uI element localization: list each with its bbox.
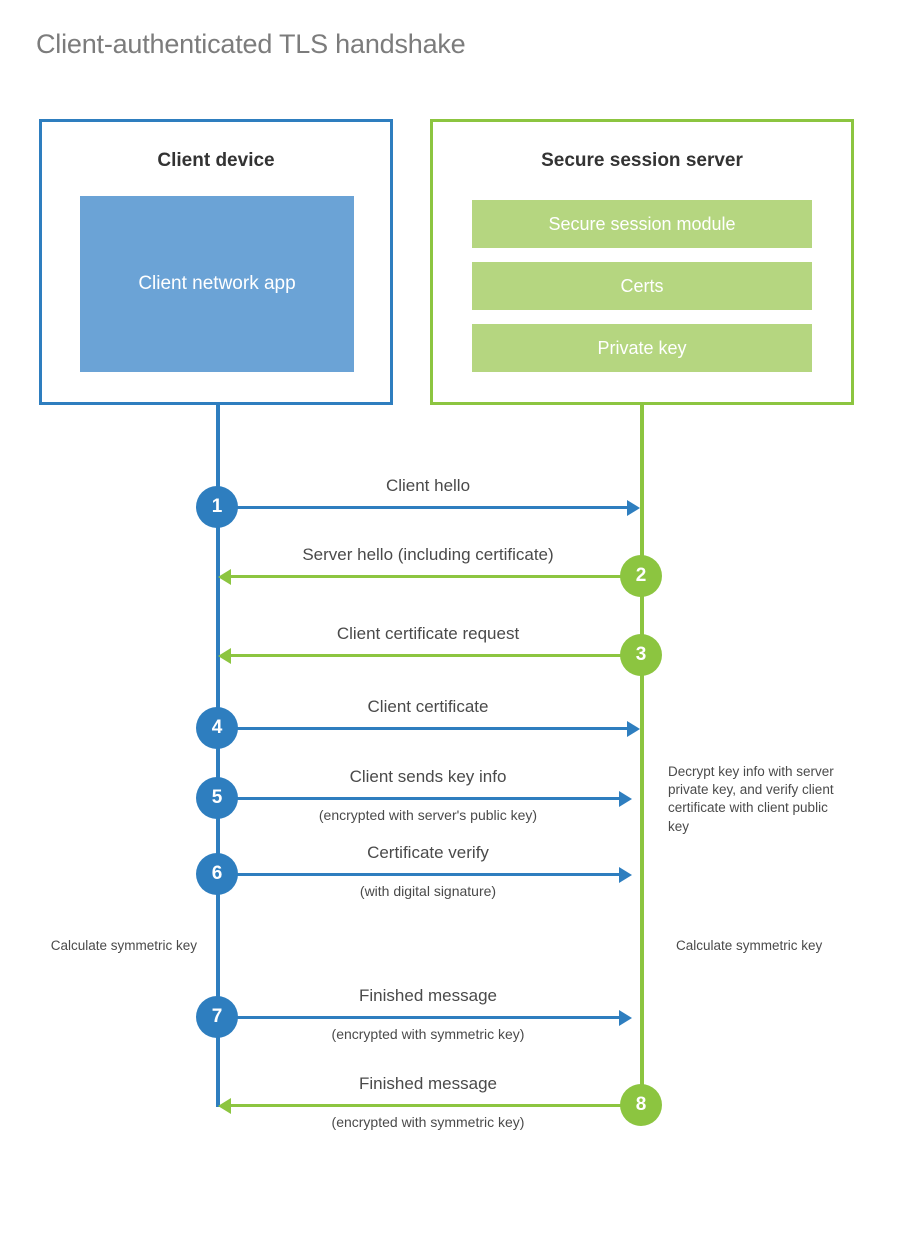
message-arrow-line-5 [228,797,619,800]
participant-box-server: Secure session server Secure session mod… [430,119,854,405]
annotation-server-decrypt: Decrypt key info with server private key… [668,764,834,834]
message-label-7: Finished message [359,986,497,1005]
client-lifeline [216,402,220,1107]
arrowhead-right-icon [619,791,632,807]
message-arrow-line-1 [228,506,627,509]
arrowhead-left-icon [218,1098,231,1114]
message-sublabel-5: (encrypted with server's public key) [318,807,538,823]
step-badge-3: 3 [620,634,662,676]
message-sublabel-6: (with digital signature) [359,883,497,899]
message-label-1: Client hello [385,476,471,495]
server-component-private-key: Private key [472,324,812,372]
step-badge-1: 1 [196,486,238,528]
server-component-secure-session-module: Secure session module [472,200,812,248]
arrowhead-left-icon [218,569,231,585]
page-title: Client-authenticated TLS handshake [36,29,466,59]
annotation-server-calculate-symmetric-key: Calculate symmetric key [676,938,823,953]
arrowhead-right-icon [619,1010,632,1026]
step-badge-7: 7 [196,996,238,1038]
client-box-title: Client device [157,150,275,171]
participant-box-client: Client device Client network app [39,119,393,405]
step-badge-6: 6 [196,853,238,895]
message-sublabel-7: (encrypted with symmetric key) [331,1026,525,1042]
arrowhead-right-icon [627,721,640,737]
message-arrow-line-8 [231,1104,621,1107]
message-label-3: Client certificate request [336,624,520,643]
server-component-list: Secure session module Certs Private key [472,200,812,386]
arrowhead-left-icon [218,648,231,664]
step-badge-8: 8 [620,1084,662,1126]
step-badge-2: 2 [620,555,662,597]
server-box-title: Secure session server [541,150,743,171]
message-arrow-line-2 [231,575,621,578]
client-network-app-block: Client network app [80,196,354,372]
arrowhead-right-icon [619,867,632,883]
server-component-certs: Certs [472,262,812,310]
message-arrow-line-3 [231,654,621,657]
annotation-client-calculate-symmetric-key: Calculate symmetric key [50,938,197,953]
message-label-5: Client sends key info [349,767,507,786]
message-arrow-line-6 [228,873,619,876]
message-label-6: Certificate verify [367,843,489,862]
arrowhead-right-icon [627,500,640,516]
server-lifeline [640,402,644,1105]
step-badge-5: 5 [196,777,238,819]
message-label-8: Finished message [359,1074,497,1093]
step-badge-4: 4 [196,707,238,749]
message-label-4: Client certificate [367,697,489,716]
message-label-2: Server hello (including certificate) [302,545,554,564]
message-arrow-line-4 [228,727,627,730]
message-sublabel-8: (encrypted with symmetric key) [331,1114,525,1130]
message-arrow-line-7 [228,1016,619,1019]
